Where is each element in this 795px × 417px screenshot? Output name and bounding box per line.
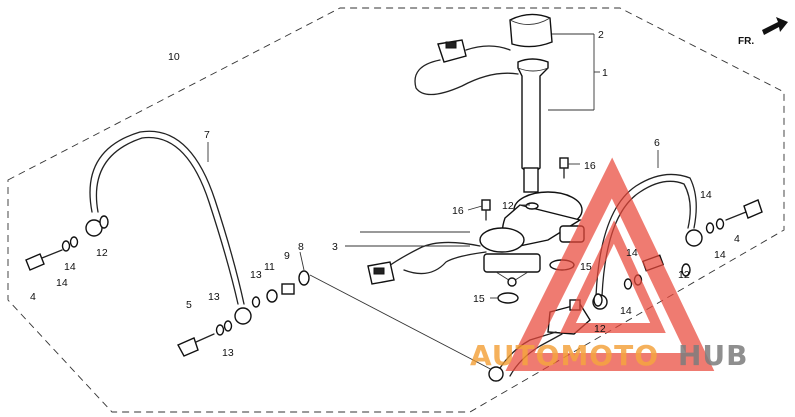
washer-12-left [99,215,109,229]
washer-14-left-a [61,240,71,252]
callout-11: 11 [264,261,275,273]
front-arrow-icon [762,17,788,35]
o-ring-15-lower [497,292,519,304]
callout-14-left-b: 14 [56,277,68,289]
callout-14-right: 14 [714,249,726,261]
pump-harness [367,241,487,285]
washer-13-c [251,296,261,308]
orientation-label: FR. [738,36,754,47]
callout-7: 7 [204,129,210,141]
seal-11 [266,289,278,303]
callout-2: 2 [598,29,604,41]
fitting-8 [298,270,310,286]
washer-13-b [223,320,233,332]
callout-1: 1 [602,67,608,79]
callout-6: 6 [654,137,660,149]
callout-13-mid: 13 [250,269,262,281]
washer-14-left-b [69,236,79,248]
callout-4-right: 4 [734,233,740,245]
callout-15-lower: 15 [473,293,485,305]
bolt-16-lower [481,199,491,221]
callout-12-pipe: 12 [594,323,606,335]
watermark-text-secondary: HUB [678,339,749,372]
callout-4-left: 4 [30,291,36,303]
callout-12-right: 12 [678,269,690,281]
callout-9: 9 [284,250,290,262]
bolt-4-right [725,199,763,221]
washer-14-right-a [705,222,715,234]
accumulator-body [517,58,549,193]
callout-8: 8 [298,241,304,253]
callout-14-mid: 14 [626,247,638,259]
bolt-16-upper [559,157,569,179]
accumulator-connector [414,39,519,96]
accumulator-cap [509,13,553,48]
callout-5: 5 [186,299,192,311]
leader-8-to-pipe [309,274,501,375]
callout-3: 3 [332,241,338,253]
washer-12-pipe [593,293,603,307]
bolt-4-left [25,249,63,271]
callout-14-low: 14 [620,305,632,317]
washer-12-right [681,263,691,277]
leader-lines [207,33,659,299]
watermark-logo: AUTOMOTO HUB [470,157,749,372]
callout-14-left-a: 14 [64,261,76,273]
callout-16-upper: 16 [584,160,596,172]
bolt-5 [177,333,215,357]
assembly-boundary [7,7,785,413]
pump-motor [479,191,585,287]
callout-13-lower: 13 [222,347,234,359]
watermark-text-primary: AUTOMOTO [470,339,659,372]
callout-10: 10 [168,51,180,63]
callout-labels: 2 1 3 10 7 6 16 16 12 15 15 14 14 4 12 1… [30,29,740,359]
callout-16-lower: 16 [452,205,464,217]
callout-12-pump: 12 [502,200,514,212]
hose-7 [85,130,252,325]
fitting-9 [281,283,295,295]
callout-15-upper: 15 [580,261,592,273]
callout-12-left: 12 [96,247,108,259]
washer-14-right-b [715,218,725,230]
callout-13-upper: 13 [208,291,220,303]
washer-14-mid-a [623,278,633,290]
washer-13-a [215,324,225,336]
callout-14-right-top: 14 [700,189,712,201]
washer-12-pump [525,202,539,210]
